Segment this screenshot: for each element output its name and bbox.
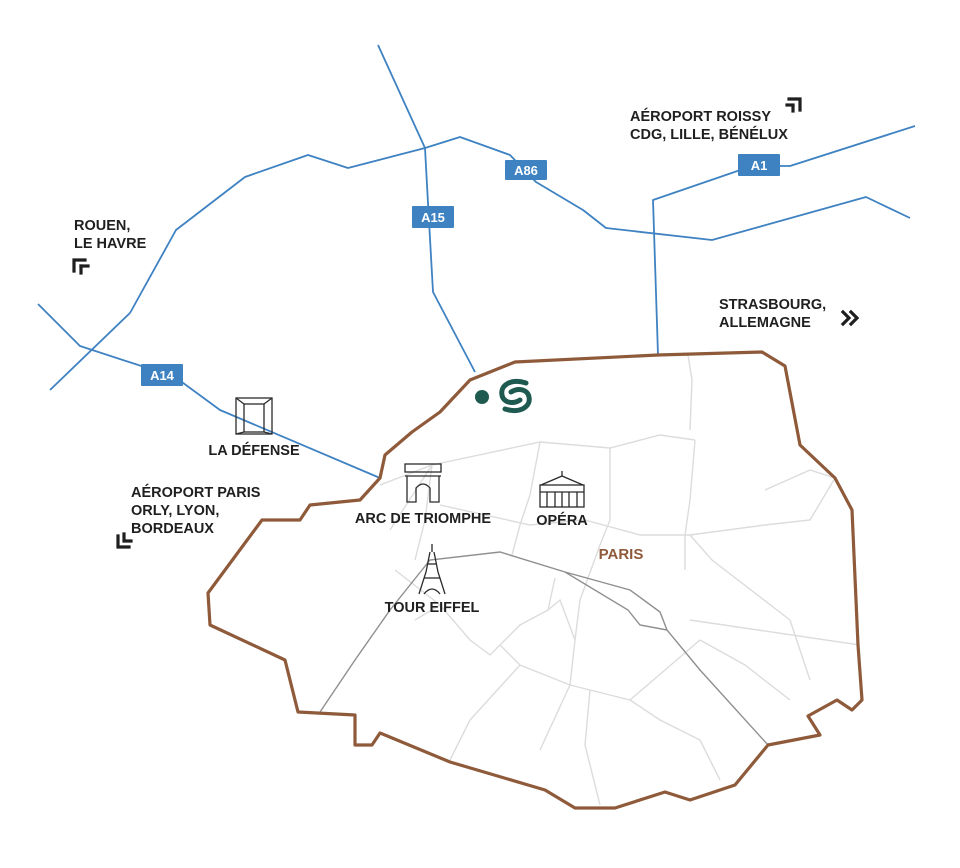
opera-label: OPÉRA	[536, 512, 588, 529]
orly-label-line2: ORLY, LYON,	[131, 503, 219, 519]
orly-label-line3: BORDEAUX	[131, 521, 214, 537]
la-defense-arch-icon	[235, 397, 273, 435]
arc-de-triomphe-label: ARC DE TRIOMPHE	[355, 511, 491, 527]
arrondissement-streets	[379, 354, 861, 806]
paris-city-label: PARIS	[599, 546, 644, 563]
highway-a15-road	[377, 44, 476, 373]
arc-de-triomphe-icon	[404, 463, 442, 503]
arrow-north-west-icon	[72, 258, 90, 275]
highway-a14-badge: A14	[141, 364, 183, 386]
highway-west-road	[49, 312, 131, 391]
highway-network	[37, 44, 916, 479]
highway-a15-badge: A15	[412, 206, 454, 228]
location-marker	[475, 379, 532, 413]
arrow-east-icon	[840, 309, 860, 327]
orly-label-line1: AÉROPORT PARIS	[131, 484, 261, 501]
roissy-label-line1: AÉROPORT ROISSY	[630, 108, 771, 125]
svg-text:A14: A14	[150, 368, 175, 383]
company-logo-icon	[499, 379, 532, 413]
highway-north-road	[129, 136, 911, 314]
highway-a1-badge: A1	[738, 154, 780, 176]
destination-roissy: AÉROPORT ROISSY CDG, LILLE, BÉNÉLUX	[630, 97, 802, 143]
strasbourg-label-line1: STRASBOURG,	[719, 297, 826, 313]
svg-text:A86: A86	[514, 163, 538, 178]
opera-building-icon	[539, 471, 585, 508]
arrow-south-west-icon	[116, 532, 133, 549]
strasbourg-label-line2: ALLEMAGNE	[719, 315, 811, 331]
svg-text:A1: A1	[751, 158, 768, 173]
arrow-north-east-icon	[785, 97, 802, 113]
paris-city-boundary	[206, 350, 864, 810]
destination-rouen: ROUEN, LE HAVRE	[72, 218, 147, 275]
destination-orly: AÉROPORT PARIS ORLY, LYON, BORDEAUX	[116, 484, 261, 549]
svg-text:A15: A15	[421, 210, 445, 225]
rouen-label-line1: ROUEN,	[74, 218, 130, 234]
seine-river	[319, 551, 769, 746]
highway-a86-badge: A86	[505, 160, 547, 180]
destination-strasbourg: STRASBOURG, ALLEMAGNE	[719, 297, 860, 331]
tour-eiffel-label: TOUR EIFFEL	[385, 600, 480, 616]
la-defense-label: LA DÉFENSE	[208, 442, 300, 459]
roissy-label-line2: CDG, LILLE, BÉNÉLUX	[630, 126, 788, 143]
location-dot-icon	[475, 390, 489, 404]
rouen-label-line2: LE HAVRE	[74, 236, 147, 252]
eiffel-tower-icon	[418, 544, 446, 595]
